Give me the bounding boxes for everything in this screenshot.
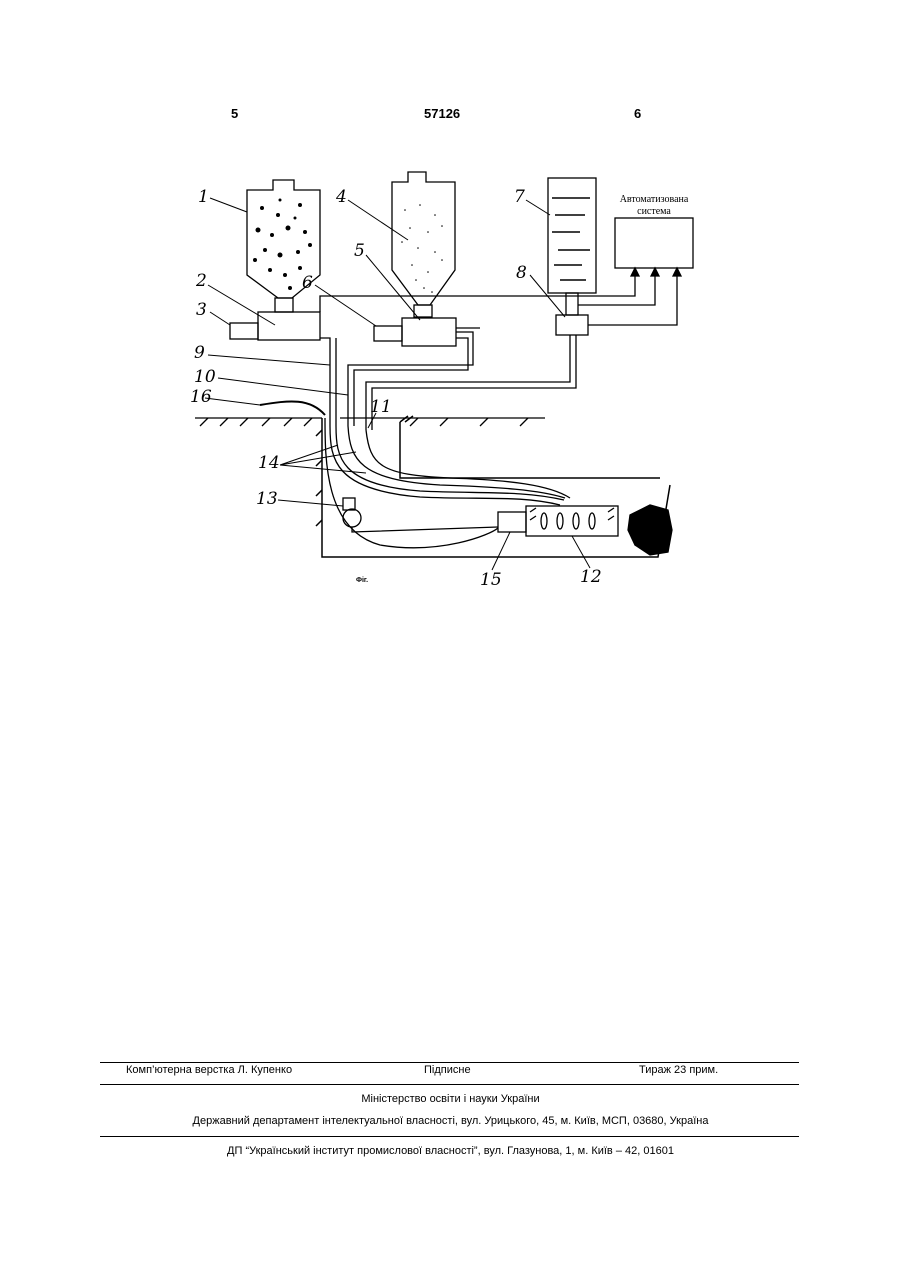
label-2: 2 — [195, 271, 207, 291]
control-lines — [320, 282, 677, 328]
auto-system-label-line2: система — [637, 206, 671, 217]
label-13: 13 — [256, 489, 278, 509]
label-12: 12 — [580, 567, 602, 587]
hopper-4 — [392, 172, 455, 317]
pipelines — [260, 332, 576, 548]
label-4: 4 — [335, 187, 347, 207]
label-14: 14 — [258, 453, 280, 473]
label-15: 15 — [480, 570, 502, 590]
leader-lines — [205, 198, 590, 570]
patent-number: 57126 — [424, 106, 460, 121]
label-9: 9 — [194, 343, 205, 363]
footer-rule-bottom — [100, 1136, 799, 1137]
footer-rule-middle — [100, 1084, 799, 1085]
automated-system: Автоматизована система — [615, 194, 693, 296]
figure-caption: Фіг. — [356, 576, 368, 584]
feeder-2 — [258, 312, 320, 340]
motor-3 — [230, 323, 258, 339]
signed-note: Підписне — [424, 1064, 471, 1076]
coal-seam — [628, 505, 672, 555]
right-page-number: 6 — [634, 106, 641, 121]
patent-figure: Автоматизована система — [180, 160, 700, 600]
ministry: Міністерство освіти і науки України — [0, 1093, 901, 1105]
label-16: 16 — [190, 387, 212, 407]
feeder-5 — [402, 318, 456, 346]
label-1: 1 — [198, 187, 209, 207]
layout-credit: Комп’ютерна верстка Л. Купенко — [126, 1064, 292, 1076]
unit-15 — [498, 512, 526, 532]
label-6: 6 — [302, 273, 313, 293]
institute: ДП “Український інститут промислової вла… — [0, 1145, 901, 1157]
circulation: Тираж 23 прим. — [639, 1064, 718, 1076]
label-10: 10 — [194, 367, 216, 387]
footer-rule-top — [100, 1062, 799, 1063]
left-page-number: 5 — [231, 106, 238, 121]
auto-system-label-line1: Автоматизована — [620, 194, 689, 205]
label-11: 11 — [370, 397, 392, 417]
label-5: 5 — [354, 241, 365, 261]
department: Державний департамент інтелектуальної вл… — [0, 1115, 901, 1127]
label-7: 7 — [514, 187, 525, 207]
label-3: 3 — [196, 300, 207, 320]
pump-13 — [343, 498, 498, 532]
label-8: 8 — [516, 263, 527, 283]
machine-12 — [526, 506, 618, 536]
motor-6 — [374, 326, 402, 341]
tank-7 — [548, 178, 596, 315]
dosing-unit-8 — [556, 315, 588, 335]
